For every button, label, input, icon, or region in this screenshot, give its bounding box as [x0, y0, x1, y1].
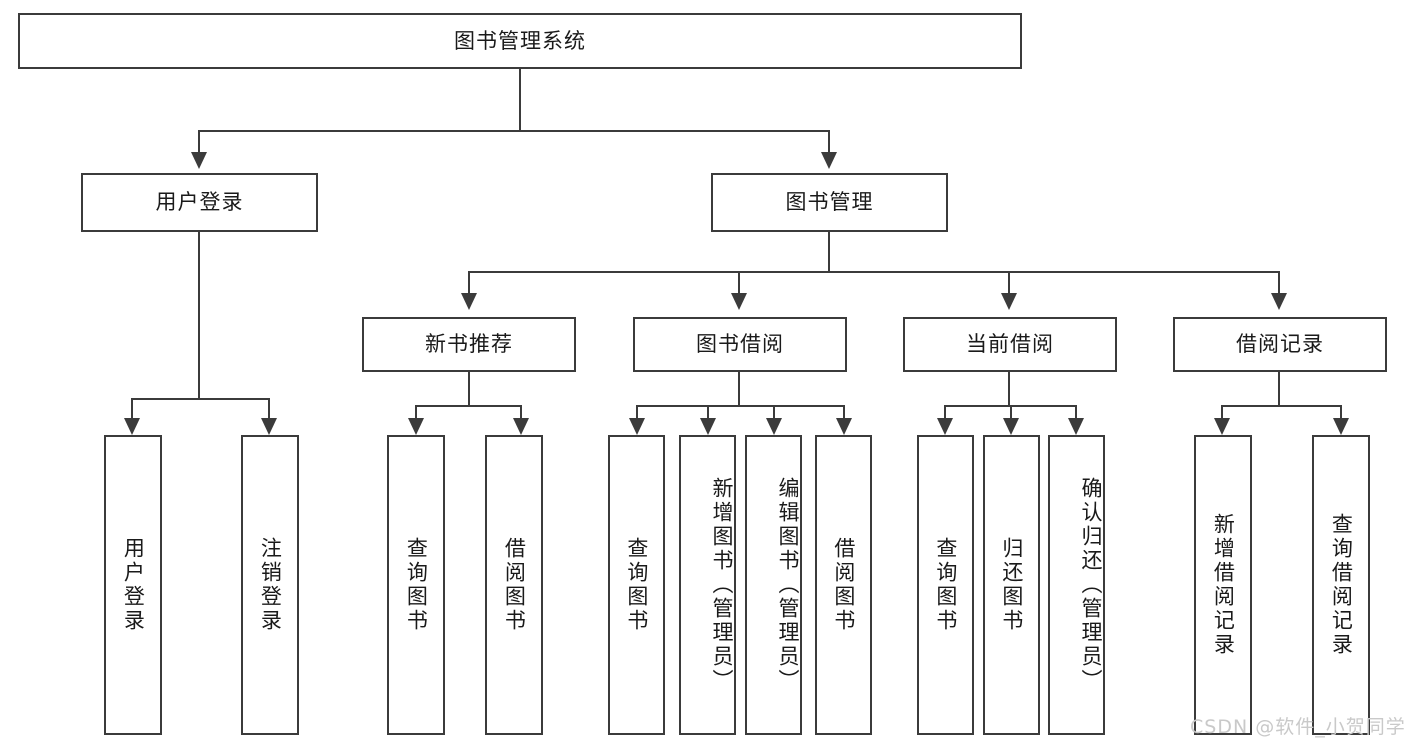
node-new-book-recommend[interactable]: 新书推荐	[362, 317, 576, 372]
arrow-to-query-book-b	[629, 418, 645, 435]
leaf-logout[interactable]: 注销登录	[241, 435, 299, 735]
edge-new-book-stem	[468, 372, 470, 406]
edge-new-book-drop-2	[520, 405, 522, 418]
node-label: 当前借阅	[966, 332, 1054, 357]
leaf-query-book-borrow[interactable]: 查询图书	[608, 435, 665, 735]
edge-user-login-drop-2	[268, 398, 270, 418]
edge-user-login-drop-1	[131, 398, 133, 418]
edge-level2-bus	[468, 271, 1280, 273]
csdn-watermark: CSDN @软件_小贺同学	[1190, 716, 1405, 738]
node-label: 新书推荐	[425, 332, 513, 357]
arrow-to-add-record	[1214, 418, 1230, 435]
node-label: 用户登录	[121, 537, 146, 633]
node-label: 查询图书	[404, 537, 429, 633]
arrow-to-user-login-leaf	[124, 418, 140, 435]
edge-book-borrow-bus	[636, 405, 844, 407]
node-label: 查询借阅记录	[1329, 513, 1354, 657]
leaf-add-borrow-record[interactable]: 新增借阅记录	[1194, 435, 1252, 735]
edge-book-borrow-drop-3	[773, 405, 775, 418]
edge-current-borrow-drop-3	[1075, 405, 1077, 418]
node-book-borrow[interactable]: 图书借阅	[633, 317, 847, 372]
arrow-to-user-login	[191, 152, 207, 169]
edge-borrow-record-stem	[1278, 372, 1280, 406]
arrow-to-borrow-record	[1271, 293, 1287, 310]
node-borrow-record[interactable]: 借阅记录	[1173, 317, 1387, 372]
edge-root-down	[519, 69, 521, 131]
leaf-confirm-return-admin[interactable]: 确认归还（管理员）	[1048, 435, 1105, 735]
node-label: 用户登录	[155, 190, 244, 215]
node-label: 确认归还（管理员）	[1079, 477, 1103, 693]
node-user-login[interactable]: 用户登录	[81, 173, 318, 232]
edge-level2-drop-4	[1278, 271, 1280, 293]
arrow-to-edit-book	[766, 418, 782, 435]
leaf-user-login[interactable]: 用户登录	[104, 435, 162, 735]
arrow-to-confirm-return	[1068, 418, 1084, 435]
leaf-return-book[interactable]: 归还图书	[983, 435, 1040, 735]
node-label: 图书管理系统	[454, 28, 586, 53]
node-label: 归还图书	[999, 537, 1024, 633]
edge-level2-drop-3	[1008, 271, 1010, 293]
edge-level1-drop-book	[828, 130, 830, 152]
leaf-borrow-book[interactable]: 借阅图书	[815, 435, 872, 735]
edge-borrow-record-drop-1	[1221, 405, 1223, 418]
edge-borrow-record-bus	[1221, 405, 1342, 407]
edge-book-borrow-drop-2	[707, 405, 709, 418]
edge-book-borrow-stem	[738, 372, 740, 406]
leaf-borrow-book-recommend[interactable]: 借阅图书	[485, 435, 543, 735]
node-label: 注销登录	[258, 537, 283, 633]
node-label: 新增借阅记录	[1211, 513, 1236, 657]
arrow-to-book-borrow	[731, 293, 747, 310]
edge-book-borrow-drop-4	[843, 405, 845, 418]
edge-current-borrow-drop-2	[1010, 405, 1012, 418]
arrow-to-borrow-book-a	[513, 418, 529, 435]
edge-user-login-bus	[131, 398, 270, 400]
edge-book-borrow-drop-1	[636, 405, 638, 418]
edge-level2-drop-2	[738, 271, 740, 293]
arrow-to-add-book	[700, 418, 716, 435]
leaf-query-book-recommend[interactable]: 查询图书	[387, 435, 445, 735]
arrow-to-return-book	[1003, 418, 1019, 435]
node-current-borrow[interactable]: 当前借阅	[903, 317, 1117, 372]
node-label: 借阅记录	[1236, 332, 1324, 357]
arrow-to-book-manage	[821, 152, 837, 169]
arrow-to-query-record	[1333, 418, 1349, 435]
edge-level2-drop-1	[468, 271, 470, 293]
edge-borrow-record-drop-2	[1340, 405, 1342, 418]
edge-level1-drop-user	[198, 130, 200, 152]
node-label: 借阅图书	[831, 537, 856, 633]
edge-current-borrow-drop-1	[944, 405, 946, 418]
edge-current-borrow-stem	[1008, 372, 1010, 406]
leaf-edit-book-admin[interactable]: 编辑图书（管理员）	[745, 435, 802, 735]
node-label: 借阅图书	[502, 537, 527, 633]
node-label: 图书管理	[785, 190, 874, 215]
arrow-to-borrow-book-b	[836, 418, 852, 435]
edge-book-manage-stem	[828, 232, 830, 272]
node-book-management[interactable]: 图书管理	[711, 173, 948, 232]
node-label: 查询图书	[933, 537, 958, 633]
arrow-to-new-book-recommend	[461, 293, 477, 310]
arrow-to-logout-leaf	[261, 418, 277, 435]
edge-user-login-stem	[198, 232, 200, 399]
leaf-add-book-admin[interactable]: 新增图书（管理员）	[679, 435, 736, 735]
edge-new-book-bus	[415, 405, 522, 407]
node-label: 图书借阅	[696, 332, 784, 357]
arrow-to-current-borrow	[1001, 293, 1017, 310]
leaf-query-borrow-record[interactable]: 查询借阅记录	[1312, 435, 1370, 735]
leaf-query-book-current[interactable]: 查询图书	[917, 435, 974, 735]
arrow-to-query-book-c	[937, 418, 953, 435]
edge-level1-bus	[198, 130, 830, 132]
edge-new-book-drop-1	[415, 405, 417, 418]
node-label: 查询图书	[624, 537, 649, 633]
node-label: 新增图书（管理员）	[710, 477, 734, 693]
node-root-library-system[interactable]: 图书管理系统	[18, 13, 1022, 69]
arrow-to-query-book-a	[408, 418, 424, 435]
node-label: 编辑图书（管理员）	[776, 477, 800, 693]
